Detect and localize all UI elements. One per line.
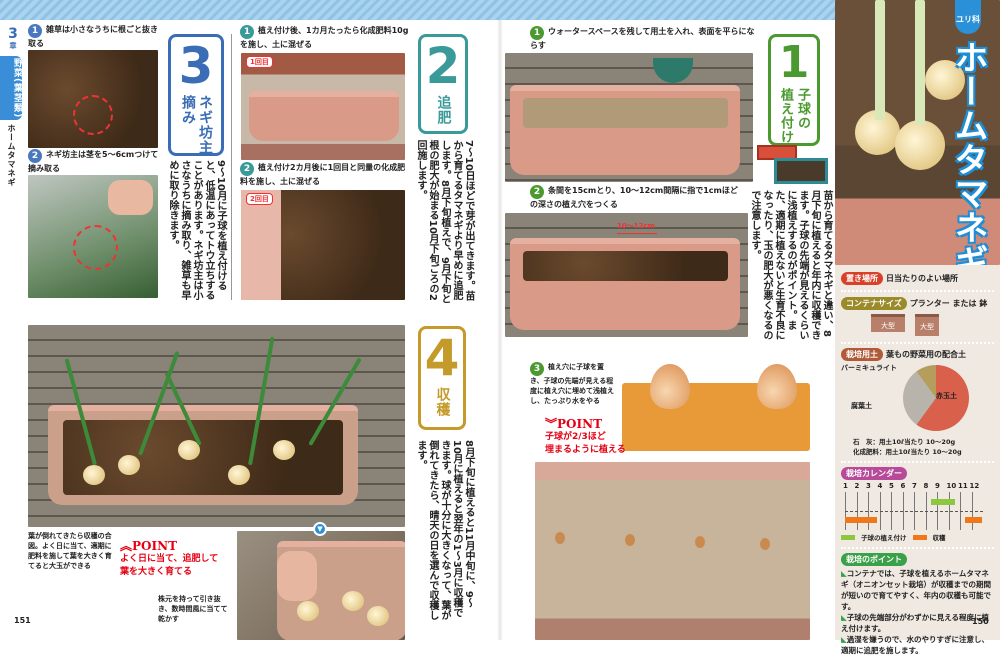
calendar-month-label: 8 xyxy=(923,482,929,490)
points-label: 栽培のポイント xyxy=(841,553,907,566)
point-item: ◣過湿を嫌うので、水のやりすぎに注意し、適期に追肥を施します。 xyxy=(841,635,989,655)
calendar-month-label: 6 xyxy=(900,482,906,490)
arrow-down-icon: ▼ xyxy=(313,522,327,536)
photo-fertilizer-2: 2回目 xyxy=(241,190,405,300)
planter-icon-teal xyxy=(774,158,828,184)
info-panel: 置き場所日当たりのよい場所 コンテナサイズプランター または 鉢 大型 大型 栽… xyxy=(835,265,1000,655)
calendar-month-label: 7 xyxy=(912,482,917,490)
photo-flower-removal xyxy=(28,175,158,298)
top-stripe xyxy=(0,0,1000,20)
info-container: コンテナサイズプランター または 鉢 xyxy=(841,297,994,310)
photo-harvest xyxy=(28,325,405,527)
photo-holes: 10～12cm xyxy=(505,213,748,337)
page-number-left: 151 xyxy=(14,616,31,625)
step3-body: 9～10月に子球を植え付けると、低温にあってトウ立ちすることがあります。ネギ坊主… xyxy=(167,160,226,300)
step3-number: 3 xyxy=(178,37,214,95)
calendar-divider xyxy=(845,511,983,512)
illustration-bulbs-in-soil xyxy=(622,356,810,451)
photo-pulling xyxy=(237,531,405,640)
calendar-month-label: 5 xyxy=(889,482,894,490)
calendar-month-label: 12 xyxy=(969,482,980,490)
additive-fertilizer: 化成肥料：用土10ℓ当たり 10～20g xyxy=(853,448,962,456)
photo-home-onion xyxy=(835,0,1000,265)
calendar-month-label: 9 xyxy=(935,482,940,490)
step1-title-line1: 子球の xyxy=(795,88,810,130)
soil-pie-chart xyxy=(903,365,969,431)
photo-weeding xyxy=(28,50,158,148)
family-badge: ユリ科 xyxy=(955,0,981,34)
chapter-suffix: 章 xyxy=(9,42,17,50)
step2-body: 7～10日ほどで芽が出てきます。苗から育てるタマネギより早めに追肥します。8月下… xyxy=(415,140,474,304)
point-label: ︽POINT xyxy=(120,539,178,553)
photo-fertilizer-1: 1回目 xyxy=(241,53,405,160)
step2-heading: 2 追肥 xyxy=(418,34,468,134)
calendar-month-label: 1 xyxy=(843,482,848,490)
step4-title: 収穫 xyxy=(434,387,451,417)
gutter xyxy=(497,20,503,640)
step4-heading: 4 収穫 xyxy=(418,326,466,430)
pull-caption: 株元を持って引き抜き、数時間風に当てて乾かす xyxy=(158,595,228,623)
step2-number: 2 xyxy=(425,37,461,95)
container-size-pot: 大型 xyxy=(915,314,939,336)
calendar-label: 栽培カレンダー xyxy=(841,467,907,480)
pie-label-akadama: 赤玉土 xyxy=(936,392,957,400)
info-soil: 栽培用土葉もの野菜用の配合土 xyxy=(841,348,994,361)
additive-lime: 石 灰：用土10ℓ当たり 10～20g xyxy=(853,438,956,446)
calendar-month-label: 2 xyxy=(854,482,860,490)
pie-label-leaf-mold: 腐葉土 xyxy=(851,402,872,410)
point-left: ︽POINT よく日に当て、追肥して葉を大きく育てる xyxy=(120,539,219,578)
step1-body: 苗から育てるタマネギと違い、8月下旬に植えると年内に収穫できます。子球の先端が見… xyxy=(749,190,832,340)
photo-planted-bulbs xyxy=(535,462,810,640)
page-number-right: 150 xyxy=(972,617,989,626)
point-right: ︾POINT 子球が2/3ほど埋まるように植える xyxy=(545,417,626,456)
point-item: ◣子球の先端部分がわずかに見える程度に植え付けます。 xyxy=(841,613,990,633)
calendar-bar-harvest xyxy=(845,517,878,523)
step4-number: 4 xyxy=(424,329,460,387)
calendar-legend: 子球の植え付け 収穫 xyxy=(841,532,994,542)
divider xyxy=(231,34,232,300)
point-label: ︾POINT xyxy=(545,417,603,431)
step4-body: 8月下旬に植えると11月中旬に、9～10月に植えると翌年の1～3月に収穫できます… xyxy=(415,440,474,620)
info-location: 置き場所日当たりのよい場所 xyxy=(841,272,994,285)
page-title: ホームタマネギ xyxy=(948,40,988,278)
pie-label-vermiculite: バーミキュライト xyxy=(841,364,897,372)
calendar-bar-harvest xyxy=(964,517,982,523)
chapter-tab: 3 章 xyxy=(4,26,22,51)
container-size-planter: 大型 xyxy=(871,314,905,332)
calendar-month-label: 10 xyxy=(946,482,957,490)
step3-heading: 3 ネギ坊主摘み xyxy=(168,34,224,156)
step3-title: ネギ坊主摘み xyxy=(180,95,213,155)
running-title: ホームタマネギ xyxy=(7,124,16,187)
point-item: ◣コンテナでは、子球を植えるホームタマネギ（オニオンセット栽培）が収穫までの期間… xyxy=(841,569,991,611)
chapter-number: 3 xyxy=(8,26,18,42)
calendar-month-label: 4 xyxy=(877,482,883,490)
calendar-bar-planting xyxy=(931,499,956,505)
points-list: ◣コンテナでは、子球を植えるホームタマネギ（オニオンセット栽培）が収穫までの期間… xyxy=(841,568,994,656)
photo-fill-soil xyxy=(505,53,753,182)
step1-title-line2: 植え付け xyxy=(778,88,793,144)
measure-label: 10～12cm xyxy=(617,222,655,230)
calendar-month-label: 11 xyxy=(958,482,968,490)
chapter-category: 野菜(葉茎類) xyxy=(0,56,22,120)
tag-second: 2回目 xyxy=(246,193,273,205)
harvest-caption: 葉が倒れてきたら収穫の合図。よく日に当て、適期に肥料を施して葉を大きく育てると大… xyxy=(28,532,112,570)
step1-heading: 1 子球の 植え付け xyxy=(768,34,820,146)
tag-first: 1回目 xyxy=(246,56,273,68)
calendar-month-label: 3 xyxy=(866,482,871,490)
step2-title: 追肥 xyxy=(435,95,452,125)
step1-number: 1 xyxy=(778,37,810,88)
